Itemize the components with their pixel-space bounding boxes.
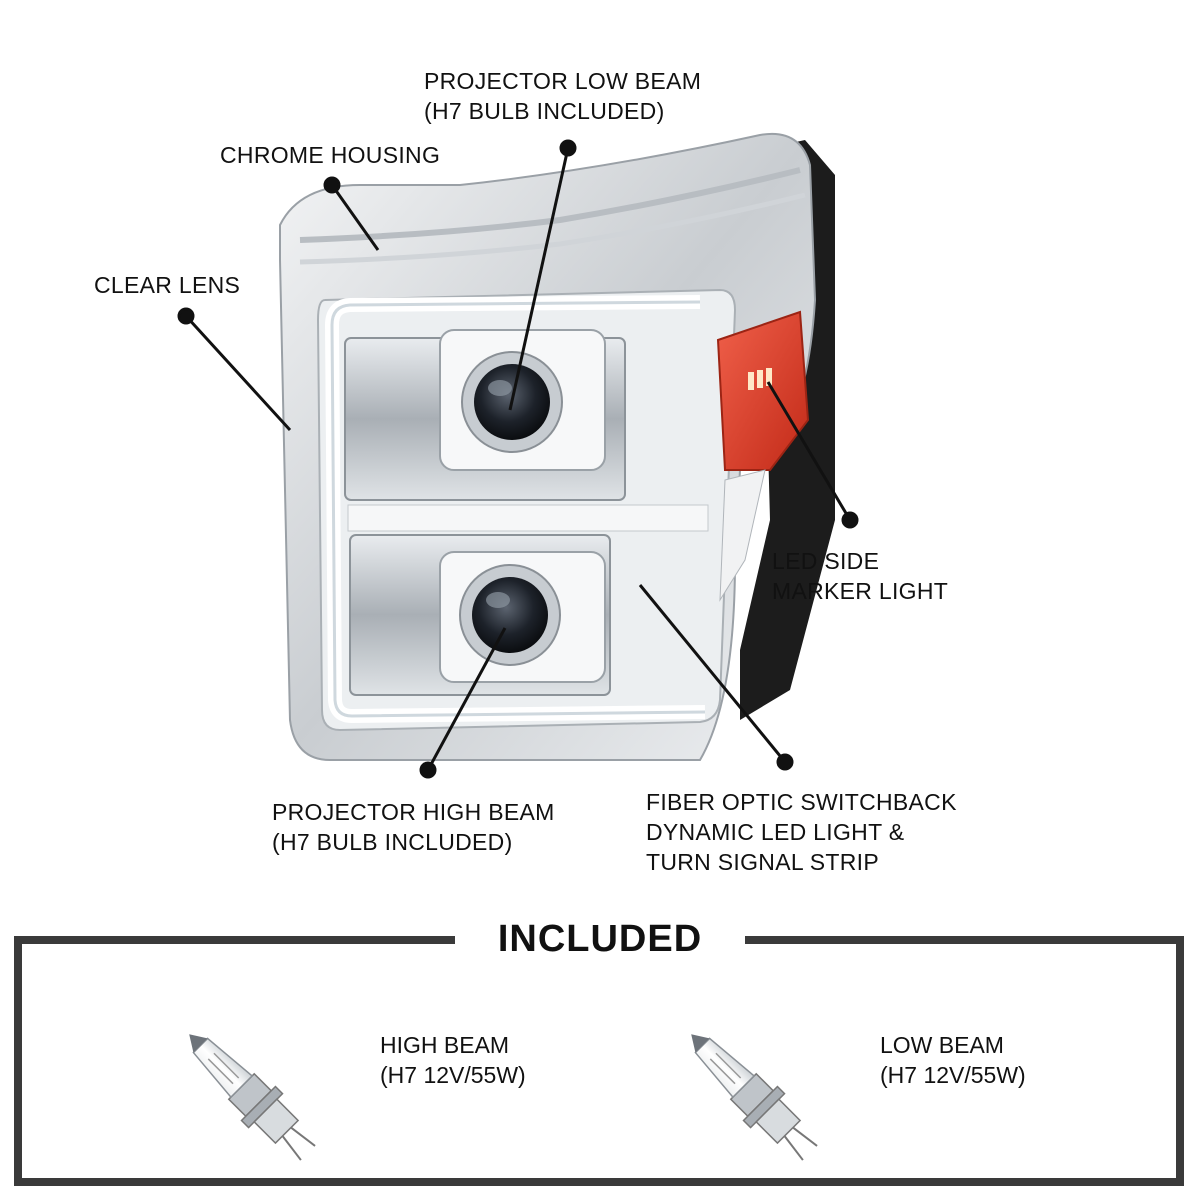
label-chrome-housing: CHROME HOUSING bbox=[220, 140, 440, 170]
included-title: INCLUDED bbox=[497, 918, 703, 960]
callout-line-high-beam bbox=[426, 627, 507, 771]
h7-bulb-low-beam-icon bbox=[691, 1034, 818, 1161]
callout-line-low-beam bbox=[508, 147, 570, 411]
callout-dot-high-beam bbox=[419, 761, 437, 779]
callout-dot-low-beam bbox=[559, 139, 577, 157]
label-line: PROJECTOR LOW BEAM bbox=[424, 68, 702, 94]
label-line: CHROME HOUSING bbox=[220, 142, 441, 168]
bulb-label-line2: (H7 12V/55W) bbox=[880, 1062, 1026, 1088]
label-projector-high-beam: PROJECTOR HIGH BEAM (H7 BULB INCLUDED) bbox=[272, 797, 555, 857]
callout-dot-side-marker bbox=[841, 511, 859, 529]
included-frame bbox=[14, 936, 1184, 1186]
bulb-label-line1: LOW BEAM bbox=[880, 1032, 1004, 1058]
label-line: MARKER LIGHT bbox=[772, 578, 949, 604]
label-projector-low-beam: PROJECTOR LOW BEAM (H7 BULB INCLUDED) bbox=[424, 66, 701, 126]
headlight-illustration bbox=[279, 132, 835, 761]
bulb-label-low-beam: LOW BEAM (H7 12V/55W) bbox=[880, 1030, 1026, 1090]
label-clear-lens: CLEAR LENS bbox=[94, 270, 240, 300]
callout-dot-fiber-optic bbox=[776, 753, 794, 771]
callout-line-fiber-optic bbox=[638, 584, 787, 763]
bulb-label-line1: HIGH BEAM bbox=[380, 1032, 510, 1058]
label-line: CLEAR LENS bbox=[94, 272, 241, 298]
callout-lines bbox=[177, 139, 859, 779]
label-line: FIBER OPTIC SWITCHBACK bbox=[646, 789, 957, 815]
label-fiber-optic: FIBER OPTIC SWITCHBACK DYNAMIC LED LIGHT… bbox=[646, 787, 957, 877]
label-line: PROJECTOR HIGH BEAM bbox=[272, 799, 555, 825]
h7-bulb-high-beam-icon bbox=[189, 1034, 316, 1161]
bulb-label-line2: (H7 12V/55W) bbox=[380, 1062, 526, 1088]
callout-line-clear-lens bbox=[184, 314, 292, 432]
label-line: (H7 BULB INCLUDED) bbox=[424, 98, 665, 124]
callout-line-side-marker bbox=[766, 381, 852, 521]
label-line: (H7 BULB INCLUDED) bbox=[272, 829, 513, 855]
callout-dot-chrome-housing bbox=[323, 176, 341, 194]
callout-line-chrome-housing bbox=[330, 184, 380, 251]
callout-dot-clear-lens bbox=[177, 307, 195, 325]
label-led-side-marker: LED SIDE MARKER LIGHT bbox=[772, 546, 948, 606]
label-line: DYNAMIC LED LIGHT & bbox=[646, 819, 905, 845]
bulb-label-high-beam: HIGH BEAM (H7 12V/55W) bbox=[380, 1030, 526, 1090]
label-line: TURN SIGNAL STRIP bbox=[646, 849, 879, 875]
label-line: LED SIDE bbox=[772, 548, 880, 574]
